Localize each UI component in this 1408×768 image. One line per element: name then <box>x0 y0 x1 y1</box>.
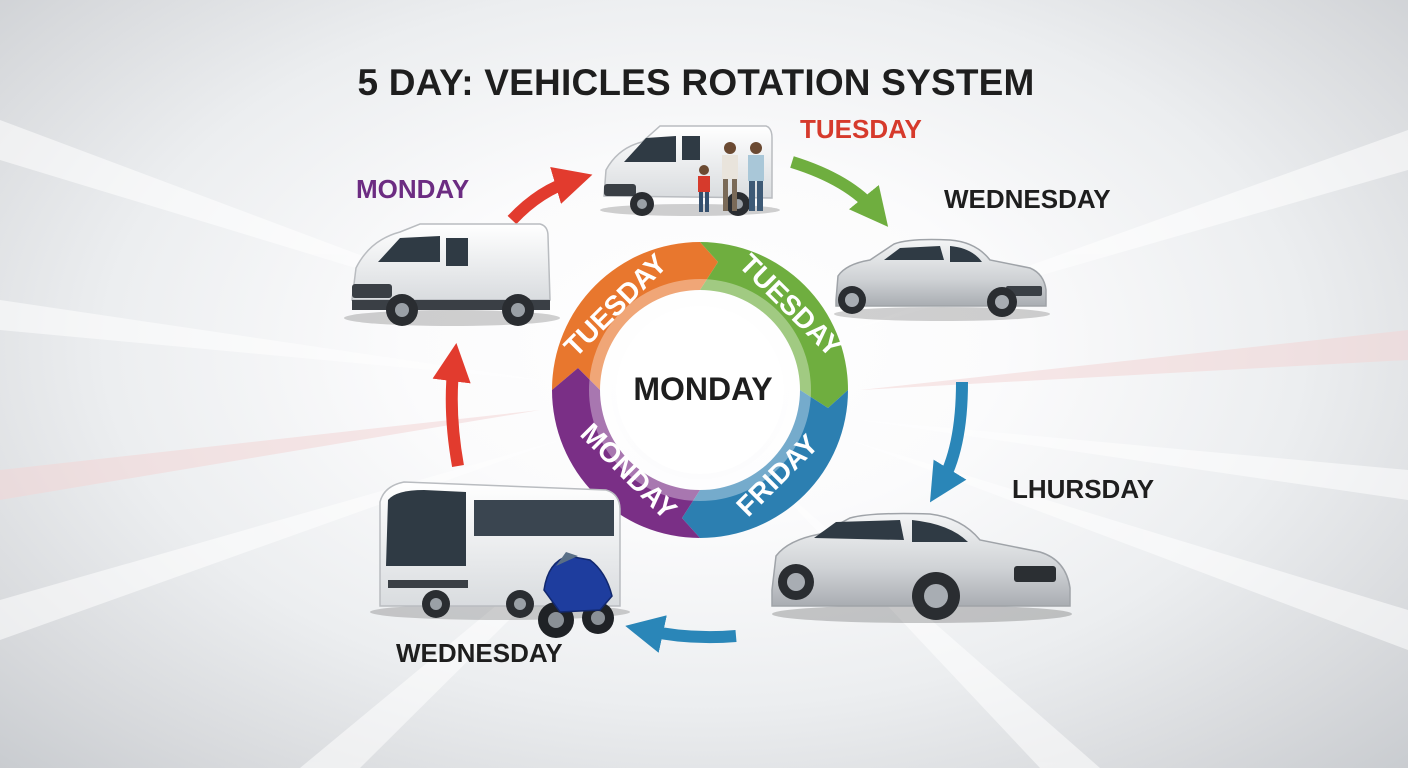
blue-motorcycle <box>538 552 614 638</box>
white-van-with-family <box>600 125 780 216</box>
silver-sedan-wednesday <box>834 238 1050 321</box>
arrow-wednesday-to-thursday <box>929 381 968 503</box>
arrow-wednesday-to-monday <box>432 342 471 468</box>
ring-segment-tuesday-green <box>700 242 848 408</box>
arrow-thursday-to-wednesday <box>625 615 737 653</box>
arrow-tuesday-to-wednesday <box>790 156 889 227</box>
silver-sedan-thursday <box>771 512 1072 623</box>
label-monday: MONDAY <box>356 174 470 204</box>
arrow-monday-to-tuesday <box>507 167 593 225</box>
diagram-title: 5 DAY: VEHICLES ROTATION SYSTEM <box>357 62 1035 103</box>
ring-segment-monday <box>552 368 700 538</box>
label-wednesday-left: WEDNESDAY <box>396 638 563 668</box>
cycle-center <box>616 306 784 474</box>
cycle-center-label: MONDAY <box>633 371 772 407</box>
ring-segment-tuesday-orange <box>552 242 718 390</box>
ring-segment-friday <box>682 390 848 538</box>
white-van-monday <box>344 223 560 326</box>
label-thursday: LHURSDAY <box>1012 474 1155 504</box>
label-tuesday: TUESDAY <box>800 114 922 144</box>
label-wednesday-right: WEDNESDAY <box>944 184 1111 214</box>
rotation-arrows <box>432 156 968 653</box>
